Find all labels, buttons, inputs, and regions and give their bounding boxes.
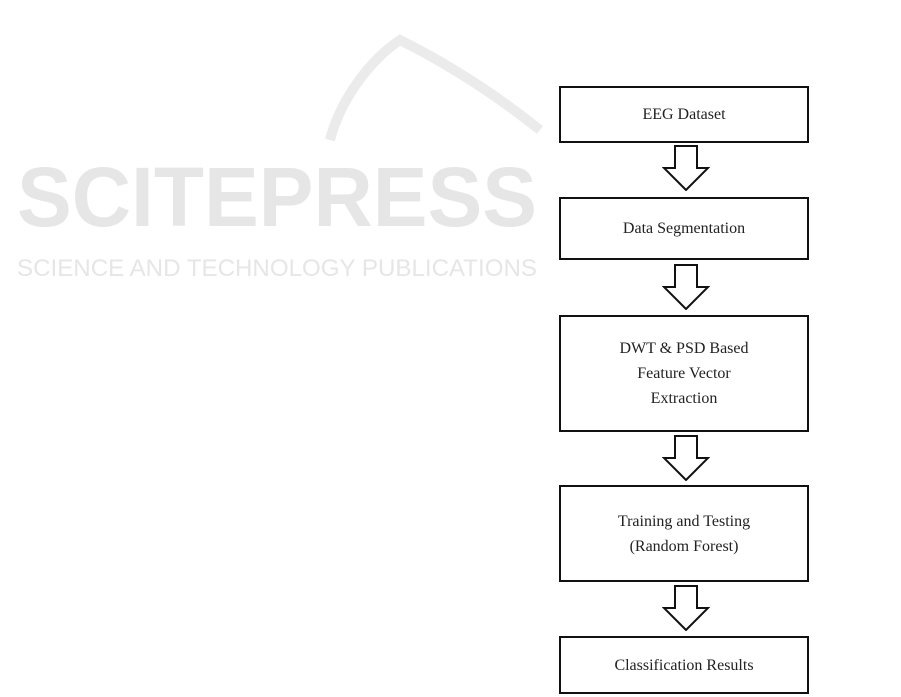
down-arrow-icon	[662, 264, 710, 310]
down-arrow-icon	[662, 585, 710, 631]
step-data-segmentation: Data Segmentation	[559, 197, 809, 260]
watermark-swoosh	[325, 34, 544, 142]
watermark-subtitle: SCIENCE AND TECHNOLOGY PUBLICATIONS	[17, 255, 537, 282]
step-label-line: (Random Forest)	[629, 537, 739, 555]
step-label-line: Extraction	[650, 390, 718, 407]
step-classification-results: Classification Results	[559, 636, 809, 694]
step-eeg-dataset: EEG Dataset	[559, 86, 809, 143]
step-label-line: Training and Testing	[617, 512, 751, 530]
step-training-testing: Training and Testing (Random Forest)	[559, 485, 809, 582]
step-label-line: DWT & PSD Based	[619, 340, 749, 357]
step-label: Classification Results	[614, 656, 754, 674]
step-feature-extraction: DWT & PSD Based Feature Vector Extractio…	[559, 315, 809, 432]
down-arrow-icon	[662, 145, 710, 191]
step-label-line: Feature Vector	[637, 365, 731, 382]
step-label: EEG Dataset	[642, 106, 726, 123]
down-arrow-icon	[662, 435, 710, 481]
watermark-title: SCITEPRESS	[17, 150, 537, 244]
step-label: Data Segmentation	[622, 220, 746, 237]
